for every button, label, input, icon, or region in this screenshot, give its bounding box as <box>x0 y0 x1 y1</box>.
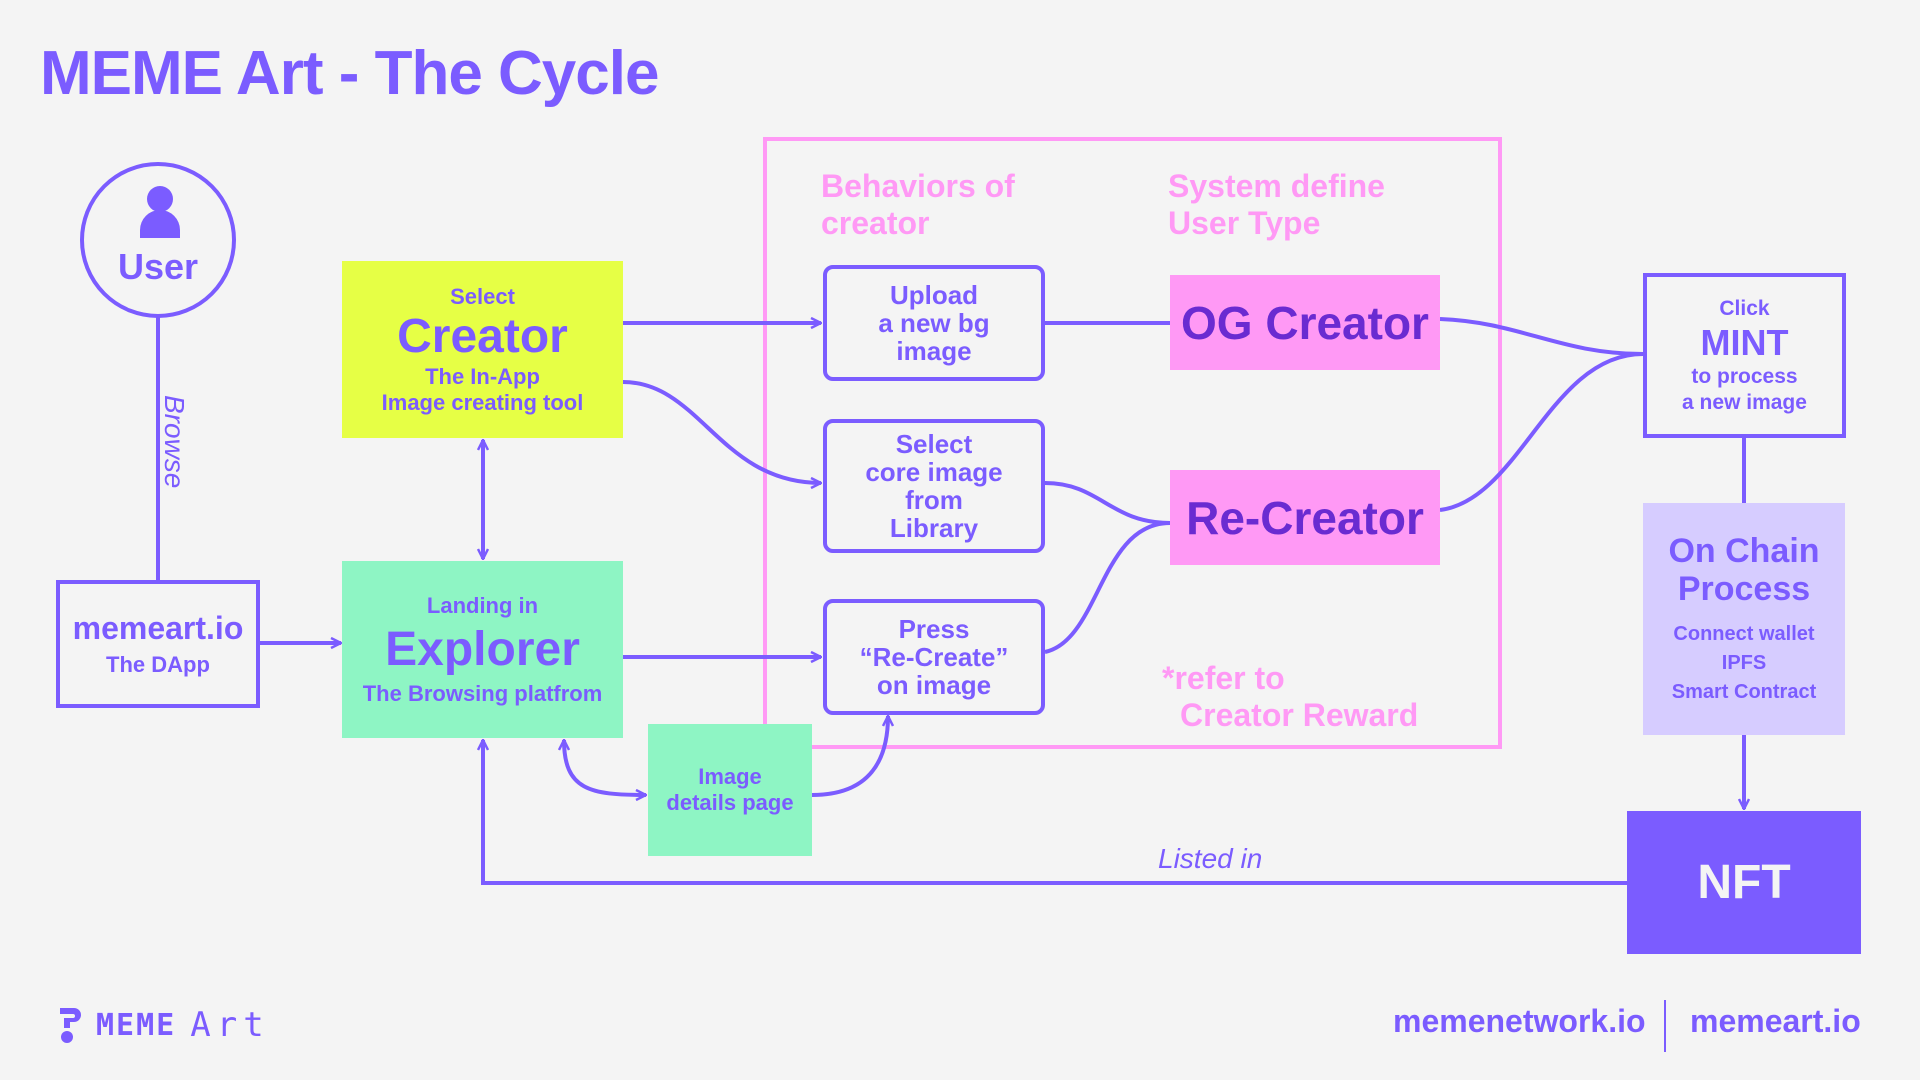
creator-line2: Image creating tool <box>381 389 584 415</box>
explorer-details-arrow <box>564 740 646 795</box>
explorer-title: Explorer <box>385 622 580 676</box>
og-creator-box[interactable]: OG Creator <box>1170 275 1440 370</box>
behaviors-heading-line2: creator <box>821 205 930 241</box>
user-label: User <box>117 246 199 287</box>
browse-label: Browse <box>159 395 190 489</box>
onchain-title-line2: Process <box>1677 569 1811 608</box>
creator-box[interactable]: Select Creator The In-App Image creating… <box>342 261 623 438</box>
image-details-line1: Image <box>698 764 762 789</box>
behavior-recreate-line: on image <box>876 670 992 700</box>
page-title: MEME Art - The Cycle <box>40 39 659 108</box>
image-details-box[interactable]: Image details page <box>648 724 812 856</box>
footer-link-memeart[interactable]: memeart.io <box>1690 1003 1861 1039</box>
listed-in-label: Listed in <box>1158 843 1263 874</box>
explorer-pre: Landing in <box>426 592 539 618</box>
details-to-press-arrow <box>811 716 888 797</box>
behavior-select-line: core image <box>865 457 1003 487</box>
dapp-title: memeart.io <box>72 610 244 646</box>
onchain-item: IPFS <box>1721 651 1767 674</box>
onchain-item: Smart Contract <box>1671 680 1817 703</box>
onchain-item: Connect wallet <box>1673 622 1815 645</box>
creator-title: Creator <box>397 309 568 363</box>
behavior-upload[interactable]: Upload a new bg image <box>823 265 1045 381</box>
behavior-recreate-line: Press <box>898 614 970 644</box>
mint-line1: to process <box>1691 364 1798 388</box>
behavior-recreate[interactable]: Press “Re-Create” on image <box>823 599 1045 715</box>
creator-to-select-arrow <box>622 380 821 483</box>
behavior-select[interactable]: Select core image from Library <box>823 419 1045 553</box>
explorer-subtitle: The Browsing platfrom <box>362 680 603 706</box>
logo-text-meme: MEME <box>96 1007 177 1043</box>
mint-box[interactable]: Click MINT to process a new image <box>1643 273 1846 438</box>
user-node: User <box>80 162 236 318</box>
nft-box[interactable]: NFT <box>1627 811 1861 954</box>
meme-logo-icon <box>60 1008 81 1043</box>
mint-title: MINT <box>1700 321 1789 363</box>
mint-line2: a new image <box>1682 390 1807 414</box>
user-icon <box>140 186 180 238</box>
dapp-subtitle: The DApp <box>106 652 210 677</box>
system-heading: System define User Type <box>1168 168 1385 242</box>
footer-divider <box>1664 1000 1666 1052</box>
system-heading-line1: System define <box>1168 168 1385 204</box>
select-to-recreator-line <box>1044 481 1171 525</box>
behavior-select-line: from <box>905 485 963 515</box>
behavior-select-line: Select <box>895 429 973 459</box>
system-heading-line2: User Type <box>1168 205 1321 241</box>
logo-text-art: Art <box>190 1005 270 1045</box>
behavior-select-line: Library <box>889 513 979 543</box>
mint-pre: Click <box>1719 296 1770 320</box>
behavior-recreate-line: “Re-Create” <box>859 642 1009 672</box>
footer-link-memenetwork[interactable]: memenetwork.io <box>1393 1003 1646 1039</box>
behavior-upload-line: Upload <box>889 280 979 310</box>
dapp-box[interactable]: memeart.io The DApp <box>56 580 260 708</box>
explorer-box[interactable]: Landing in Explorer The Browsing platfro… <box>342 561 623 738</box>
image-details-line2: details page <box>666 790 794 815</box>
creator-line1: The In-App <box>425 363 540 389</box>
behaviors-heading: Behaviors of creator <box>821 168 1015 242</box>
behavior-upload-line: image <box>896 336 972 366</box>
creator-reward-note: *refer to Creator Reward <box>1162 660 1418 734</box>
onchain-box: On Chain Process Connect wallet IPFS Sma… <box>1643 503 1845 735</box>
note-line1: *refer to <box>1162 660 1285 696</box>
note-line2: Creator Reward <box>1180 697 1419 733</box>
recreator-to-mint-line <box>1439 352 1644 512</box>
re-creator-box[interactable]: Re-Creator <box>1170 470 1440 565</box>
footer-logo: MEME Art <box>58 1005 270 1045</box>
behaviors-heading-line1: Behaviors of <box>821 168 1015 204</box>
creator-pre: Select <box>450 283 515 309</box>
press-to-recreator-line <box>1044 521 1171 654</box>
onchain-title-line1: On Chain <box>1668 531 1820 570</box>
og-to-mint-line <box>1439 317 1644 356</box>
behavior-upload-line: a new bg <box>878 308 990 338</box>
